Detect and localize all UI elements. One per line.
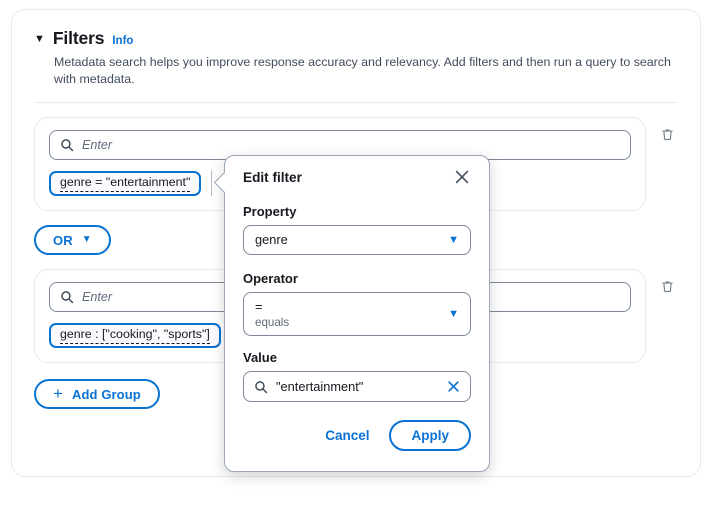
group-1-token-row: genre = "entertainment" (49, 170, 631, 196)
filter-token-genre-equals[interactable]: genre = "entertainment" (49, 170, 202, 196)
operator-name: equals (255, 315, 290, 329)
or-operator-label: OR (53, 232, 73, 248)
search-icon (60, 138, 74, 152)
search-icon (60, 290, 74, 304)
card-header: ▼ Filters Info Metadata search helps you… (12, 10, 700, 88)
search-icon (254, 380, 268, 394)
close-icon[interactable] (453, 168, 471, 186)
property-label: Property (243, 204, 297, 219)
delete-group-1-button[interactable] (656, 123, 678, 145)
token-divider (211, 170, 213, 196)
delete-group-2-button[interactable] (656, 275, 678, 297)
apply-button[interactable]: Apply (389, 420, 471, 451)
info-link[interactable]: Info (112, 35, 134, 47)
property-select-value: genre (255, 232, 288, 247)
property-select[interactable]: genre ▼ (243, 225, 471, 255)
popover-header: Edit filter (243, 170, 471, 188)
value-label: Value (243, 350, 277, 365)
card-description: Metadata search helps you improve respon… (54, 55, 671, 86)
add-group-button[interactable]: + Add Group (34, 379, 160, 409)
chevron-down-icon: ▼ (81, 234, 92, 245)
header-divider (34, 102, 678, 103)
filter-token-label: genre : ["cooking", "sports"] (60, 327, 210, 344)
clear-icon[interactable] (446, 379, 461, 394)
add-group-label: Add Group (72, 386, 141, 402)
edit-filter-popover: Edit filter Property genre ▼ Operator = … (213, 155, 490, 472)
popover-body: Edit filter Property genre ▼ Operator = … (225, 156, 489, 402)
add-group-area: + Add Group (12, 363, 700, 409)
group-2-search-placeholder: Enter (82, 290, 113, 304)
or-operator-dropdown[interactable]: OR ▼ (34, 225, 111, 255)
plus-icon: + (53, 383, 64, 403)
operator-symbol: = (255, 298, 263, 314)
popover-title: Edit filter (243, 170, 302, 185)
page-title: Filters (52, 28, 105, 48)
operator-select[interactable]: = equals ▼ (243, 292, 471, 336)
chevron-down-icon: ▼ (448, 233, 459, 246)
filter-token-genre-in[interactable]: genre : ["cooking", "sports"] (49, 322, 221, 348)
joiner-area: OR ▼ (12, 211, 700, 255)
cancel-button[interactable]: Cancel (319, 424, 375, 447)
group-1-search-placeholder: Enter (82, 138, 113, 152)
value-input[interactable]: "entertainment" (243, 371, 471, 402)
popover-footer: Cancel Apply (225, 402, 489, 471)
chevron-down-icon: ▼ (448, 307, 459, 320)
chevron-down-icon[interactable]: ▼ (34, 33, 45, 45)
filter-token-label: genre = "entertainment" (60, 175, 191, 192)
operator-label: Operator (243, 271, 298, 286)
group-2-token-row: genre : ["cooking", "sports"] (49, 322, 631, 348)
operator-select-value: = equals (255, 299, 289, 330)
title-row: ▼ Filters Info (34, 28, 678, 49)
value-input-text: "entertainment" (276, 379, 364, 394)
